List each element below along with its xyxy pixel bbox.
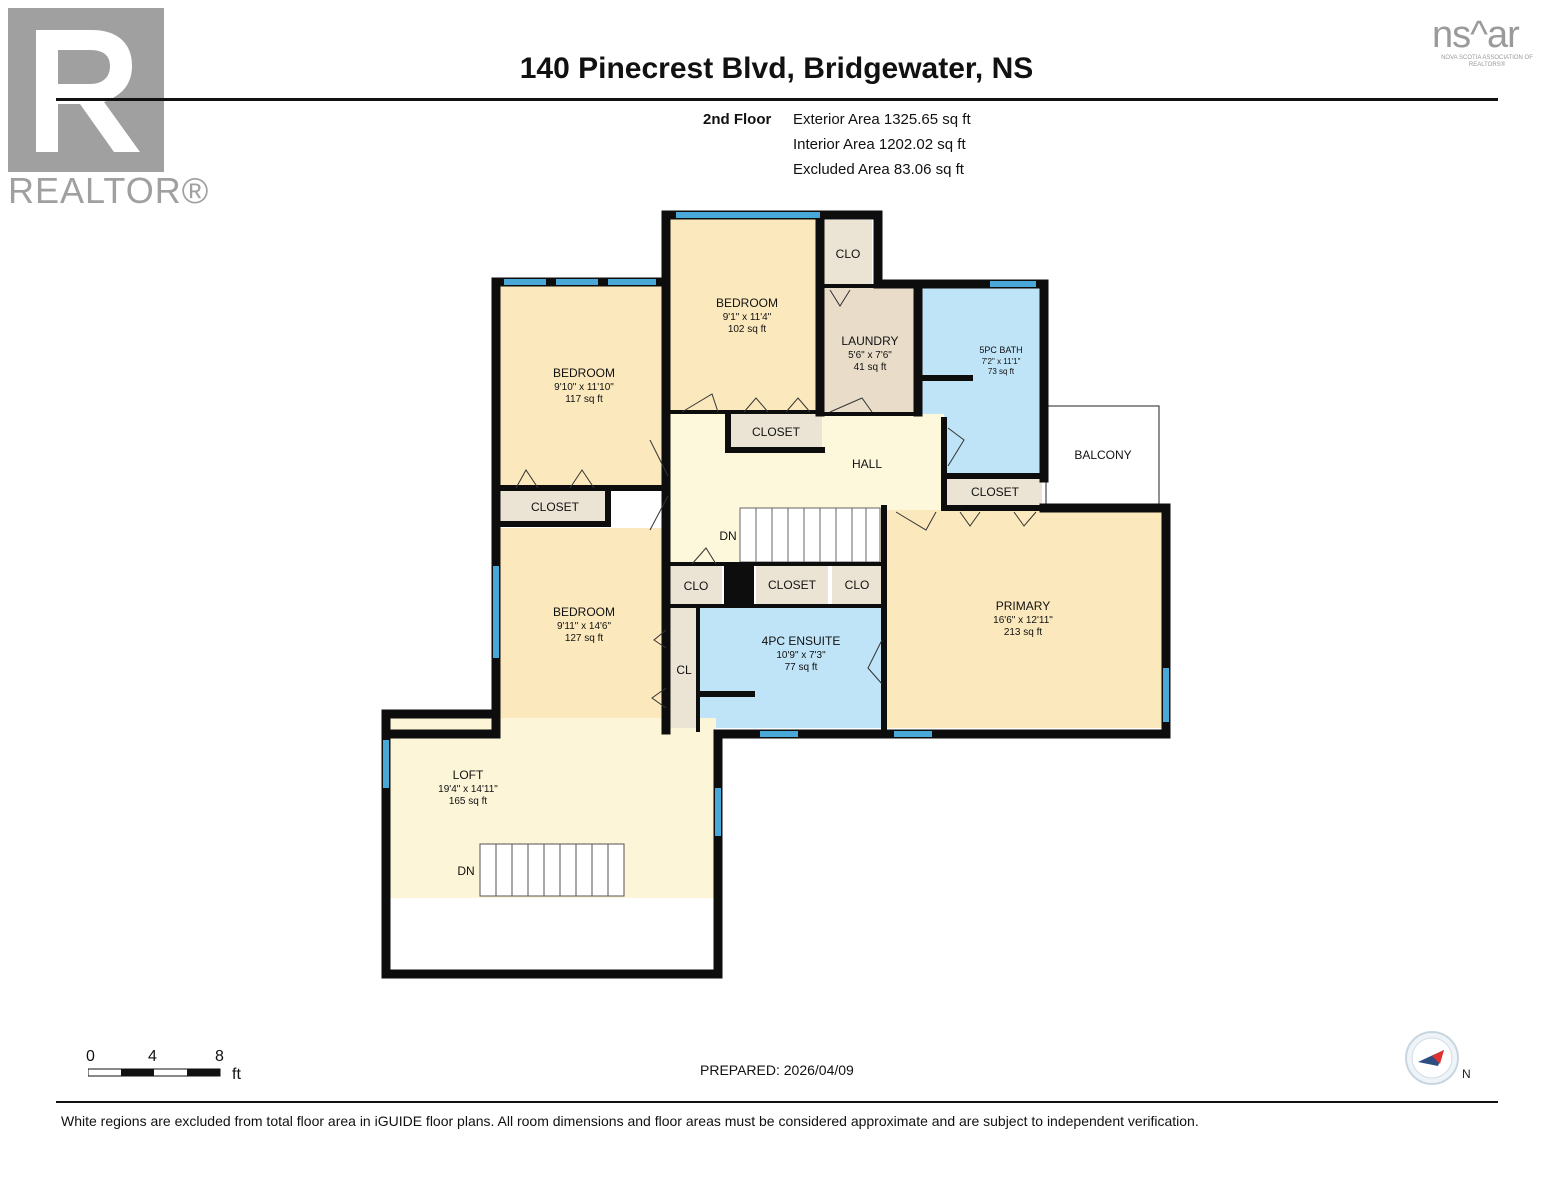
hall-name: HALL [852,457,882,471]
bedroom-117-name: BEDROOM [553,366,615,380]
bedroom-102-fill [670,218,822,414]
bedroom-102-name: BEDROOM [716,296,778,310]
closet-label: CL [676,663,692,677]
stairs-upper [739,507,881,563]
bedroom-102-dims: 9'1" x 11'4" [723,312,772,323]
bath-5pc-area: 73 sq ft [988,367,1015,376]
primary-fill [886,510,1164,728]
floor-label: 2nd Floor [703,111,772,128]
svg-text:N: N [1462,1067,1471,1081]
loft-dims: 19'4" x 14'11" [438,784,498,795]
bath-5pc-name: 5PC BATH [979,345,1022,355]
closet-bedroom-fill [500,488,608,526]
primary-area: 213 sq ft [1004,627,1043,638]
closet-center-fill [756,566,828,604]
bedroom-117-dims: 9'10" x 11'10" [554,382,614,393]
ensuite-dims: 10'9" x 7'3" [776,650,826,661]
nsar-logo: ns^ar [1432,14,1520,56]
scale-tick-8: 8 [215,1048,224,1065]
laundry-area: 41 sq ft [854,362,887,373]
bath-5pc-dims: 7'2" x 11'1" [982,357,1021,366]
balcony-outline [1045,405,1160,507]
laundry-dims: 5'6" x 7'6" [848,350,892,361]
page-title: 140 Pinecrest Blvd, Bridgewater, NS [519,52,1034,85]
bedroom-127-name: BEDROOM [553,605,615,619]
primary-dims: 16'6" x 12'11" [993,615,1053,626]
closet-label: CLO [684,579,709,593]
scale-tick-4: 4 [148,1048,157,1065]
closet-label: CLO [845,578,870,592]
scale-bar-graphic [88,1068,221,1077]
prepared-date: PREPARED: 2026/04/09 [700,1062,854,1078]
ensuite-fill [700,606,882,728]
closet-label: CLO [836,247,861,261]
ensuite-area: 77 sq ft [785,662,818,673]
closet-bath-fill [946,476,1042,508]
closet-label: CLOSET [971,485,1020,499]
nsar-subtitle: NOVA SCOTIA ASSOCIATION OF REALTORS® [1441,55,1533,68]
excluded-area: Excluded Area 83.06 sq ft [793,161,964,178]
interior-area: Interior Area 1202.02 sq ft [793,136,966,153]
closet-cl-fill [670,608,696,728]
closet-hall-fill [730,414,822,450]
stairs-loft [479,843,625,897]
primary-name: PRIMARY [996,599,1050,613]
title-divider [56,98,1498,101]
loft-excluded-region [390,898,716,970]
scale-tick-0: 0 [86,1048,95,1065]
closet-clo-top-fill [824,220,872,286]
scale-unit: ft [232,1066,241,1083]
windows [383,212,1169,836]
door-swings [515,289,1037,709]
stair-down-label: DN [719,529,736,543]
footer-disclaimer: White regions are excluded from total fl… [61,1113,1199,1129]
closet-clo-left-fill [670,566,722,604]
chimney-block [724,564,754,606]
realtor-logo [8,8,164,172]
realtor-wordmark: REALTOR® [8,170,210,211]
stair-down-label: DN [457,864,474,878]
room-fills [390,218,1164,970]
bedroom-127-area: 127 sq ft [565,633,604,644]
balcony-name: BALCONY [1074,448,1131,462]
north-arrow-icon: N [1405,1031,1471,1085]
closet-label: CLOSET [752,425,801,439]
footer-divider [56,1101,1498,1103]
ensuite-name: 4PC ENSUITE [762,634,841,648]
bedroom-127-dims: 9'11" x 14'6" [557,621,612,632]
closet-label: CLOSET [531,500,580,514]
exterior-area: Exterior Area 1325.65 sq ft [793,111,971,128]
bedroom-127-fill [500,528,666,730]
bedroom-102-area: 102 sq ft [728,324,767,335]
scale-bar: 0 4 8 ft [86,1048,246,1084]
loft-name: LOFT [453,768,484,782]
bedroom-117-area: 117 sq ft [565,394,603,405]
bedroom-117-fill [500,286,666,486]
loft-area: 165 sq ft [449,796,488,807]
room-labels: BEDROOM 9'1" x 11'4" 102 sq ft BEDROOM 9… [438,247,1132,878]
laundry-fill [824,288,916,416]
closet-label: CLOSET [768,578,817,592]
closet-clo-right-fill [832,566,882,604]
laundry-name: LAUNDRY [841,334,898,348]
